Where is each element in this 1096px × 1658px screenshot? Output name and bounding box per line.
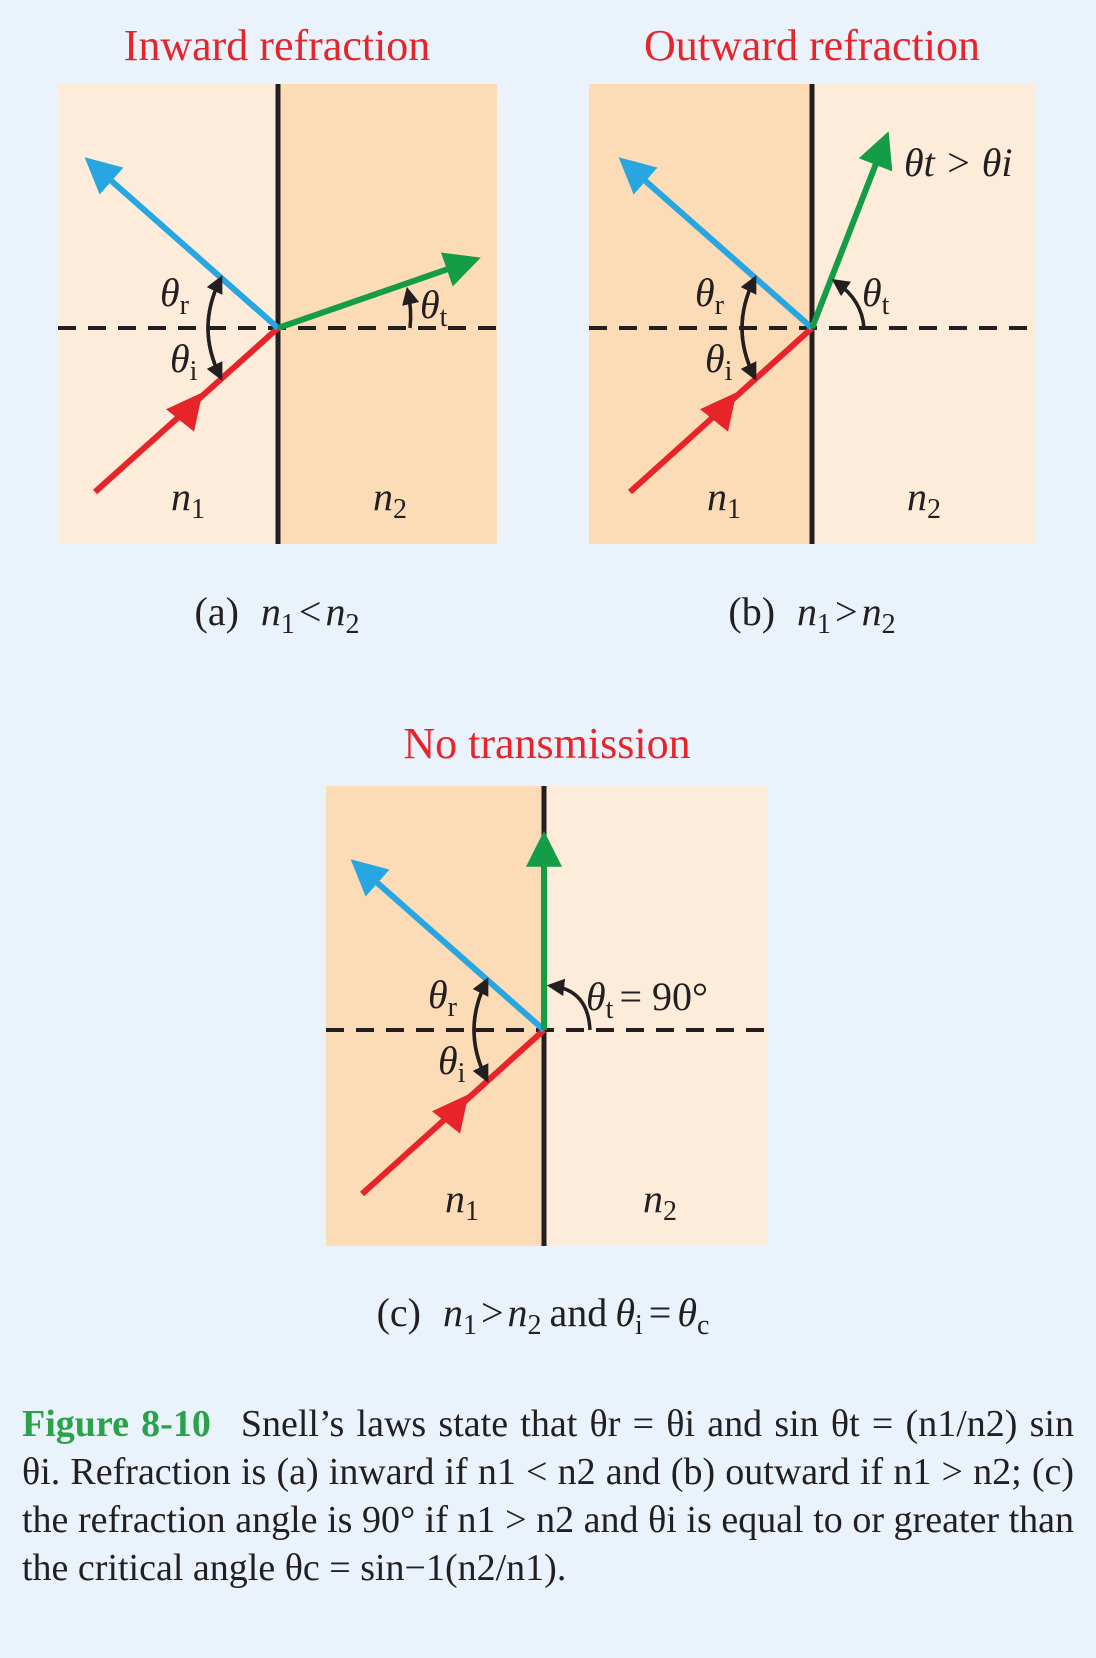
panel-a-incident-arrow	[165, 392, 203, 432]
panel-c-n2: n2	[643, 1176, 677, 1227]
figure-label: Figure 8-10	[22, 1403, 211, 1445]
panel-b-theta-r: θr	[695, 270, 725, 321]
panel-c-n1: n1	[445, 1176, 479, 1227]
panel-b-sublabel: (b)n1>n2	[728, 589, 895, 640]
panel-b-incident-arrow	[699, 392, 737, 432]
panel-c-reflected-ray	[350, 859, 546, 1033]
panel-b-theta-i: θi	[705, 336, 733, 387]
panel-b-medium-2	[812, 84, 1035, 544]
panel-b-arc-r	[740, 275, 757, 377]
panel-b-reflected-ray	[618, 157, 814, 331]
panel-b-n2: n2	[907, 474, 941, 525]
panel-a-n1: n1	[171, 474, 205, 525]
panel-a-n2: n2	[373, 474, 407, 525]
panel-c-title: No transmission	[403, 719, 690, 768]
figure-caption-text: Snell’s laws state that θr = θi and sin …	[22, 1403, 1074, 1589]
panel-c-theta-t: θt= 90°	[586, 974, 708, 1025]
panel-a-transmitted-ray	[277, 252, 481, 331]
panel-c-arc-t	[546, 978, 592, 1031]
panel-c-incident-arrow	[431, 1094, 469, 1134]
panel-a-theta-i: θi	[170, 336, 198, 387]
panel-a: Inward refraction θr θi θt n1 n2 (a)n1<n…	[58, 21, 497, 640]
panel-a-title: Inward refraction	[124, 21, 431, 70]
panel-c-arc-r	[472, 977, 489, 1079]
panel-c-theta-r: θr	[428, 972, 458, 1023]
panel-b-n1: n1	[707, 474, 741, 525]
panel-a-sublabel: (a)n1<n2	[195, 589, 360, 640]
panel-b-transmitted-ray	[809, 131, 893, 330]
panel-a-theta-t: θt	[420, 282, 448, 333]
panel-a-arc-r	[206, 275, 223, 377]
panel-b-theta-t: θt	[862, 270, 890, 321]
panel-b-arc-t	[831, 279, 866, 329]
panel-b: Outward refraction θr θi θt θt > θi n1 n…	[589, 21, 1035, 640]
snell-diagram: Inward refraction θr θi θt n1 n2 (a)n1<n…	[58, 21, 1035, 1341]
panel-a-reflected-ray	[84, 157, 280, 331]
panel-c-theta-i: θi	[438, 1038, 466, 1089]
panel-c-medium-2	[544, 786, 768, 1246]
panel-c: No transmission θr θi θt= 90° n1 n2 (c)n…	[326, 719, 768, 1341]
panel-b-title: Outward refraction	[644, 21, 980, 70]
panel-a-theta-r: θr	[160, 270, 190, 321]
panel-a-arc-t	[402, 286, 420, 329]
panel-b-theta-note: θt > θi	[904, 140, 1013, 185]
